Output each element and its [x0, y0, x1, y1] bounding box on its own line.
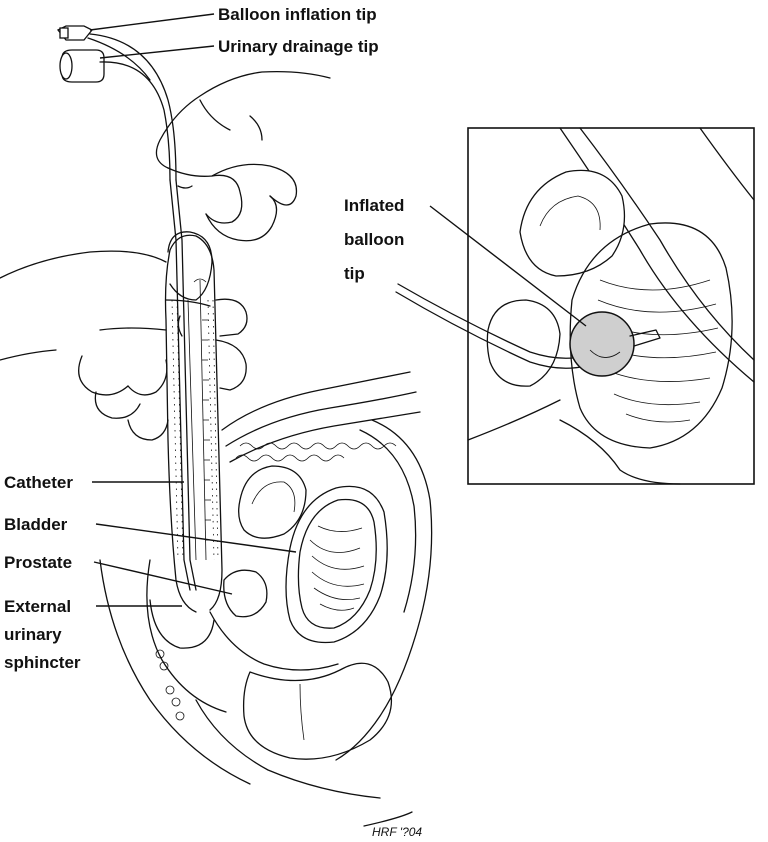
label-prostate: Prostate — [4, 553, 72, 572]
label-bladder: Bladder — [4, 515, 68, 534]
label-catheter: Catheter — [4, 473, 73, 492]
label-urinary: urinary — [4, 625, 62, 644]
inset-magnified-view — [396, 128, 754, 484]
pelvic-anatomy — [100, 372, 432, 798]
label-balloon: balloon — [344, 230, 404, 249]
penis-cross-section — [166, 232, 223, 612]
label-balloon-inflation-tip: Balloon inflation tip — [218, 5, 377, 24]
label-inflated: Inflated — [344, 196, 404, 215]
artist-signature: HRF '?04 — [372, 825, 422, 839]
label-tip: tip — [344, 264, 365, 283]
upper-hand — [156, 72, 330, 241]
label-external: External — [4, 597, 71, 616]
label-sphincter: sphincter — [4, 653, 81, 672]
catheter-connector-tips — [58, 26, 176, 180]
label-urinary-drainage-tip: Urinary drainage tip — [218, 37, 379, 56]
lower-hand — [0, 251, 247, 440]
